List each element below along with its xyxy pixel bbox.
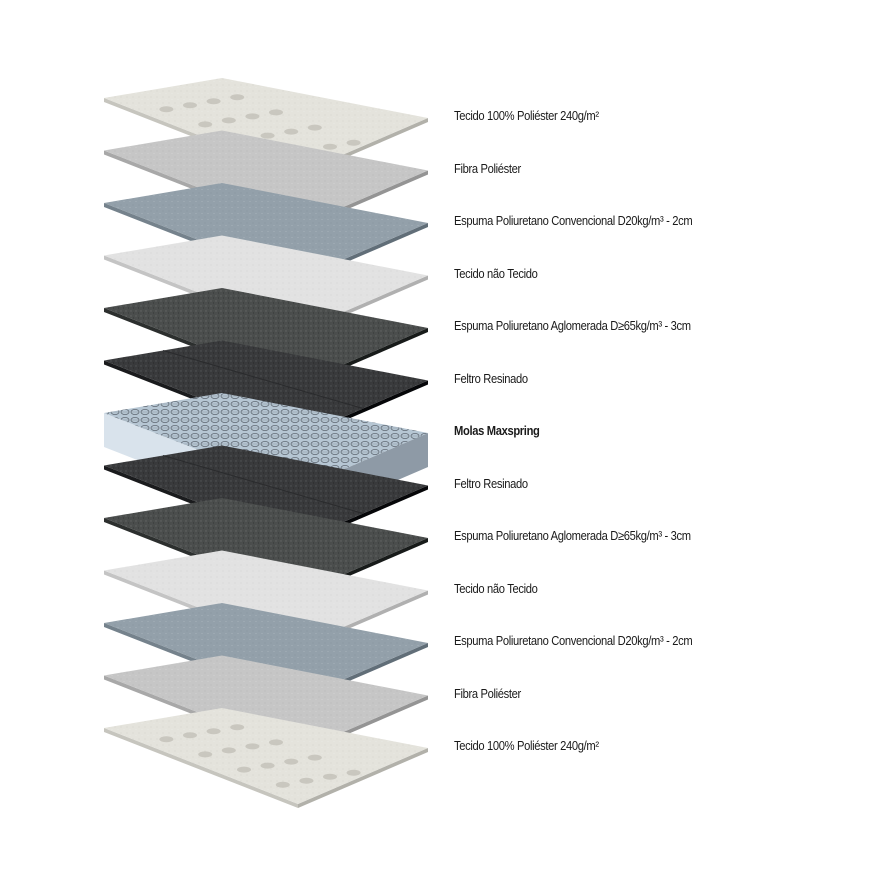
quilt-tuft	[230, 724, 245, 731]
layer-label: Fibra Poliéster	[454, 685, 521, 701]
layer-texture	[104, 655, 428, 752]
layer-texture	[104, 288, 428, 384]
quilt-tuft	[245, 113, 260, 120]
layer-texture	[104, 340, 428, 437]
quilt-tuft	[346, 769, 361, 776]
layer-texture	[104, 603, 428, 699]
quilt-tuft	[260, 132, 275, 139]
quilt-tuft	[299, 777, 314, 784]
layer-edge-front-right	[298, 748, 428, 808]
quilt-tuft	[198, 751, 213, 758]
quilt-tuft	[183, 732, 197, 739]
quilt-tuft	[230, 94, 245, 101]
quilt-tuft	[183, 102, 197, 109]
layer-label: Tecido 100% Poliéster 240g/m²	[454, 738, 599, 753]
quilt-tuft	[307, 124, 322, 131]
layer-texture	[104, 550, 428, 647]
quilt-tuft	[323, 143, 337, 150]
quilt-tuft	[221, 747, 236, 754]
layer-label: Espuma Poliuretano Aglomerada D≥65kg/m³ …	[454, 318, 691, 333]
layer-texture	[104, 498, 428, 594]
layer-edge-front-left	[104, 728, 298, 808]
layer-label: Espuma Poliuretano Aglomerada D≥65kg/m³ …	[454, 528, 691, 543]
quilt-tuft	[198, 121, 213, 128]
layer-label: Espuma Poliuretano Convencional D20kg/m³…	[454, 633, 693, 648]
felt-seam	[162, 455, 364, 514]
quilt-tuft	[245, 743, 260, 750]
quilt-tuft	[275, 781, 290, 788]
quilt-tuft	[346, 139, 361, 146]
layer-quilted-fabric-12	[104, 708, 428, 808]
quilt-tuft	[221, 117, 236, 124]
quilt-tuft	[307, 754, 322, 761]
layer-texture	[104, 183, 428, 279]
layer-label: Molas Maxspring	[454, 423, 540, 438]
quilt-tuft	[284, 758, 299, 765]
layer-texture	[104, 235, 428, 332]
layer-label: Tecido 100% Poliéster 240g/m²	[454, 108, 599, 123]
quilt-tuft	[237, 766, 251, 773]
layer-texture	[104, 393, 428, 489]
layer-label: Fibra Poliéster	[454, 160, 521, 176]
quilt-tuft	[260, 762, 275, 769]
layer-label: Espuma Poliuretano Convencional D20kg/m³…	[454, 213, 693, 228]
layer-label: Feltro Resinado	[454, 370, 528, 386]
quilt-tuft	[269, 739, 283, 746]
quilt-tuft	[323, 773, 337, 780]
quilt-tuft	[206, 98, 221, 105]
layer-texture	[104, 78, 428, 174]
quilt-tuft	[159, 106, 174, 113]
layer-label: Feltro Resinado	[454, 475, 528, 491]
layer-label: Tecido não Tecido	[454, 580, 538, 596]
layer-texture	[104, 708, 428, 804]
layer-texture	[104, 130, 428, 227]
felt-seam	[162, 350, 364, 409]
layer-texture	[104, 445, 428, 542]
layer-label: Tecido não Tecido	[454, 265, 538, 281]
quilt-tuft	[206, 728, 221, 735]
quilt-tuft	[269, 109, 283, 116]
quilt-tuft	[284, 128, 299, 135]
quilt-tuft	[159, 736, 174, 743]
